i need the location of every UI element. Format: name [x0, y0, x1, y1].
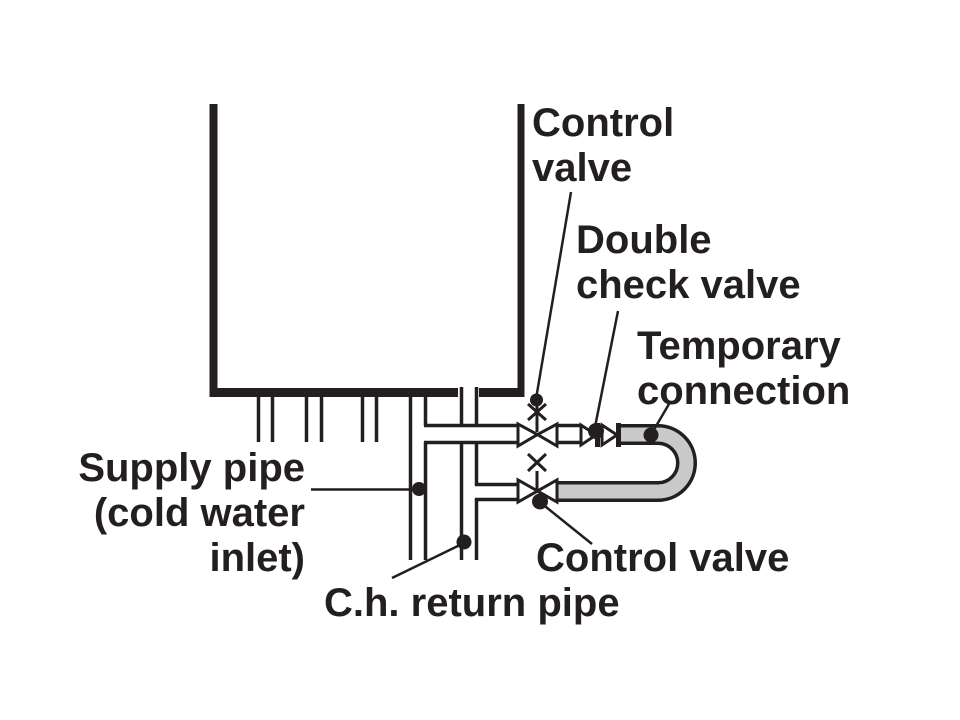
leader-lines: [311, 191, 671, 580]
dot-supply-pipe: [412, 482, 426, 496]
label-control-valve-top: Control valve: [532, 101, 675, 190]
boiler-stub-pipes: [256, 397, 379, 442]
boiler-outline: [209, 104, 525, 397]
ch-return-pipe: [459, 387, 479, 560]
leader-control-valve-top: [534, 191, 573, 400]
dot-double-check-valve: [588, 423, 604, 439]
leader-double-check-valve: [593, 310, 620, 428]
leader-temporary-connection: [650, 403, 671, 434]
control-valve-top-symbol: [516, 402, 559, 449]
top-branch-pipe: [424, 423, 581, 445]
temporary-connection-hose: [557, 424, 697, 502]
hose-gray-core: [557, 427, 694, 499]
leader-ch-return-pipe: [391, 542, 463, 580]
leader-dots: [412, 393, 659, 550]
leader-control-valve-bottom: [540, 502, 593, 545]
dot-control-valve-bottom: [532, 493, 548, 510]
bottom-branch-pipe: [475, 482, 518, 502]
supply-pipe: [408, 397, 428, 560]
diagram-ink: [209, 104, 697, 580]
label-supply-pipe: Supply pipe (cold water inlet): [78, 446, 305, 580]
label-control-valve-bottom: Control valve: [536, 536, 790, 580]
dot-control-valve-top: [530, 393, 543, 407]
label-temporary-connection: Temporary connection: [637, 324, 851, 413]
dot-temporary-connection: [643, 427, 659, 443]
label-ch-return-pipe: C.h. return pipe: [324, 581, 620, 625]
dot-ch-return-pipe: [456, 534, 472, 550]
label-double-check-valve: Double check valve: [576, 218, 801, 307]
control-valve-bottom-symbol: [516, 452, 559, 505]
